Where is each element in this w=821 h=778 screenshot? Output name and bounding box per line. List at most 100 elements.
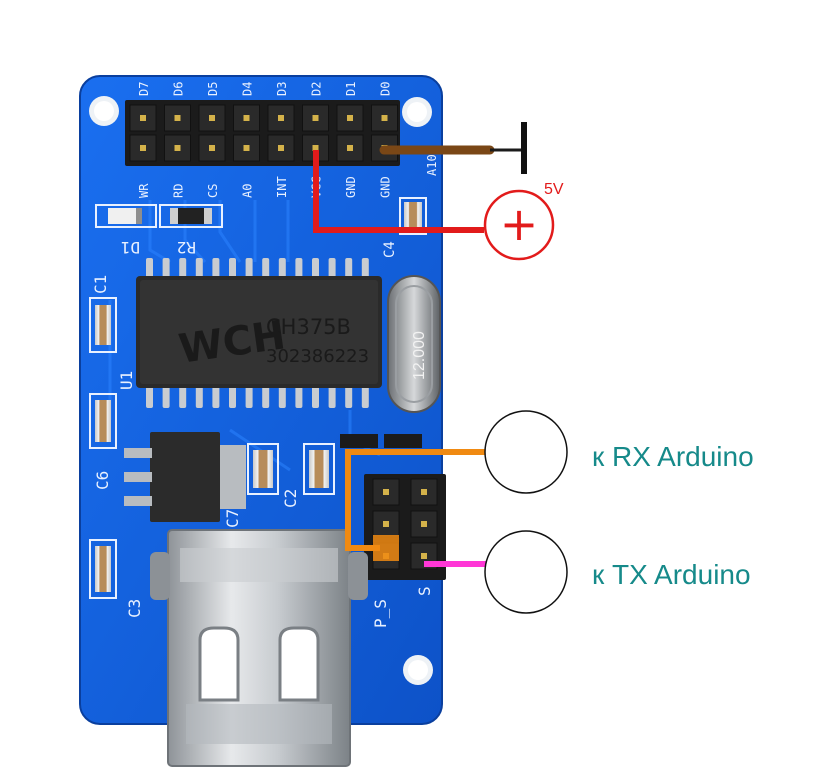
header-label-bottom: WR bbox=[137, 183, 151, 198]
power-wire bbox=[313, 150, 484, 233]
rx-wire bbox=[345, 449, 486, 551]
header-pin-tip bbox=[209, 145, 215, 151]
tx-label: к TX Arduino bbox=[592, 559, 751, 590]
header-pin-tip bbox=[140, 145, 146, 151]
label-c7: C7 bbox=[223, 509, 242, 528]
chip-leg bbox=[295, 258, 303, 278]
jumper-pin-tip bbox=[421, 489, 427, 495]
chip-leg bbox=[278, 258, 286, 278]
header-label-bottom: CS bbox=[206, 184, 220, 198]
header-pin-tip bbox=[140, 115, 146, 121]
header-label-bottom: A0 bbox=[241, 184, 255, 198]
chip-pins-bottom bbox=[146, 386, 369, 408]
chip-leg bbox=[312, 258, 319, 278]
capacitor-c4 bbox=[399, 197, 427, 235]
jumper-pin-tip bbox=[383, 489, 389, 495]
rx-label: к RX Arduino bbox=[592, 441, 754, 472]
chip-leg bbox=[262, 386, 270, 408]
chip-leg bbox=[295, 386, 303, 408]
capacitor-c7 bbox=[247, 443, 279, 495]
jumper-pins bbox=[372, 478, 438, 570]
label-c6: C6 bbox=[93, 471, 112, 490]
header-label-bottom: INT bbox=[275, 176, 289, 198]
header-pin-tip bbox=[243, 115, 250, 121]
chip-leg bbox=[162, 258, 170, 278]
header-label-bottom: RD bbox=[172, 184, 186, 198]
chip-serial: 302386223 bbox=[266, 346, 369, 367]
header-label-top: D6 bbox=[172, 82, 186, 96]
chip-leg bbox=[278, 386, 286, 408]
label-c2: C2 bbox=[281, 489, 300, 508]
chip-marking: CH375B bbox=[266, 315, 351, 339]
chip-leg bbox=[162, 386, 170, 408]
capacitor-c3 bbox=[89, 539, 117, 599]
label-u1: U1 bbox=[117, 371, 136, 390]
chip-leg bbox=[328, 258, 336, 278]
resistor-r2 bbox=[159, 204, 223, 228]
jumper-pin-tip bbox=[421, 553, 427, 559]
chip-leg bbox=[312, 386, 319, 408]
label-d1: D1 bbox=[121, 238, 140, 257]
capacitor-c2 bbox=[303, 443, 335, 495]
chip-pins-top bbox=[146, 258, 369, 278]
chip-leg bbox=[345, 386, 353, 408]
chip-leg bbox=[345, 258, 353, 278]
jumper-pin-tip bbox=[383, 521, 389, 527]
mounting-hole bbox=[402, 97, 432, 127]
chip-leg bbox=[361, 258, 369, 278]
chip-leg bbox=[361, 386, 369, 408]
mounting-hole bbox=[403, 655, 433, 685]
chip-leg bbox=[179, 386, 187, 408]
top-header-labels: D7 D6 D5 D4 D3 D2 D1 D0 bbox=[137, 82, 393, 96]
header-pin-tip bbox=[347, 145, 353, 151]
header-pin-tip bbox=[381, 115, 388, 121]
header-label-top: D7 bbox=[137, 82, 151, 96]
chip-leg bbox=[212, 386, 220, 408]
header-pin-tip bbox=[278, 145, 284, 151]
label-s: S bbox=[415, 586, 434, 596]
header-label-bottom: GND bbox=[344, 176, 358, 198]
header-label-top: D0 bbox=[379, 82, 393, 96]
header-pin-tip bbox=[209, 115, 215, 121]
header-label-top: D2 bbox=[310, 82, 324, 96]
power-label: 5V bbox=[544, 181, 564, 198]
label-r2: R2 bbox=[177, 238, 196, 257]
power-symbol: + bbox=[500, 197, 539, 251]
chip-leg bbox=[179, 258, 187, 278]
header-label-top: D5 bbox=[206, 82, 220, 96]
mounting-hole bbox=[89, 96, 119, 126]
label-p-s: P_S bbox=[371, 599, 390, 628]
header-pin-tip bbox=[312, 145, 319, 151]
header-label-top: D3 bbox=[275, 82, 289, 96]
header-pins bbox=[129, 104, 398, 162]
label-c4: C4 bbox=[382, 241, 398, 258]
pin-header-top bbox=[125, 100, 400, 166]
header-pin-tip bbox=[347, 115, 353, 121]
jumper-pin-tip bbox=[421, 521, 427, 527]
tx-connector-icon bbox=[484, 530, 568, 614]
header-label-bottom: GND bbox=[379, 176, 393, 198]
chip-leg bbox=[328, 386, 336, 408]
header-pin-tip bbox=[312, 115, 319, 121]
header-pin-tip bbox=[243, 145, 250, 151]
header-pin-tip bbox=[174, 115, 181, 121]
label-c3: C3 bbox=[125, 599, 144, 618]
header-pin bbox=[233, 134, 260, 162]
led-d1 bbox=[95, 204, 157, 228]
rx-connector-icon bbox=[484, 410, 568, 494]
chip-leg bbox=[195, 258, 203, 278]
crystal-oscillator: 12.000 bbox=[387, 275, 441, 413]
header-pin-tip bbox=[278, 115, 284, 121]
chip-leg bbox=[245, 258, 253, 278]
capacitor-c1 bbox=[89, 297, 117, 353]
mode-jumper-header bbox=[340, 434, 446, 580]
chip-leg bbox=[262, 258, 270, 278]
chip-leg bbox=[195, 386, 203, 408]
plus-circle-icon: + bbox=[483, 189, 555, 261]
header-label-top: D1 bbox=[344, 82, 358, 96]
header-pin-tip bbox=[174, 145, 181, 151]
header-label-top: D4 bbox=[241, 82, 255, 96]
chip-leg bbox=[229, 258, 236, 278]
chip-leg bbox=[146, 258, 153, 278]
